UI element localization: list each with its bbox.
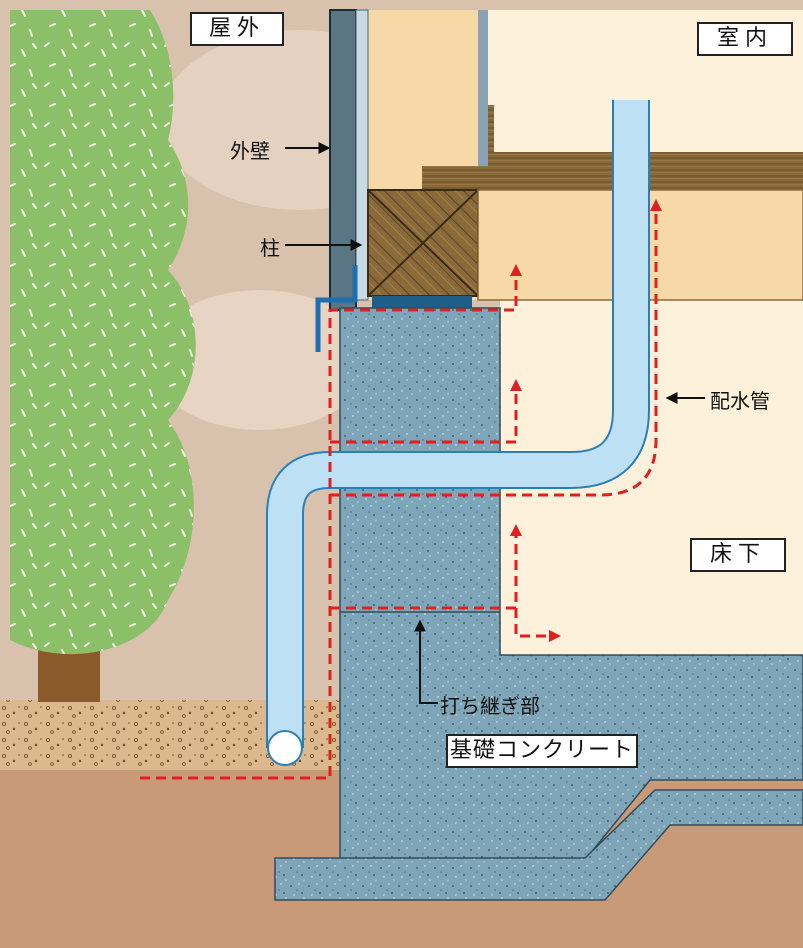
outer-wall — [329, 9, 357, 311]
footing — [274, 789, 803, 901]
construction-joint-callout: 打ち継ぎ部 — [440, 694, 540, 718]
water-pipe-callout: 配水管 — [710, 389, 770, 413]
joint-leader — [414, 619, 438, 704]
underfloor-label: 床下 — [690, 538, 786, 572]
outdoor-label: 屋外 — [190, 12, 284, 46]
sill-pad — [372, 296, 472, 308]
water-intrusion-paths — [140, 199, 662, 780]
flashing — [315, 265, 358, 352]
pipe-opening — [267, 730, 303, 766]
pillar-callout: 柱 — [260, 236, 280, 260]
indoor-label: 室内 — [697, 22, 793, 56]
foundation-label: 基礎コンクリート — [446, 734, 638, 768]
outer-wall-callout: 外壁 — [230, 139, 270, 163]
tree-foliage — [10, 10, 196, 655]
